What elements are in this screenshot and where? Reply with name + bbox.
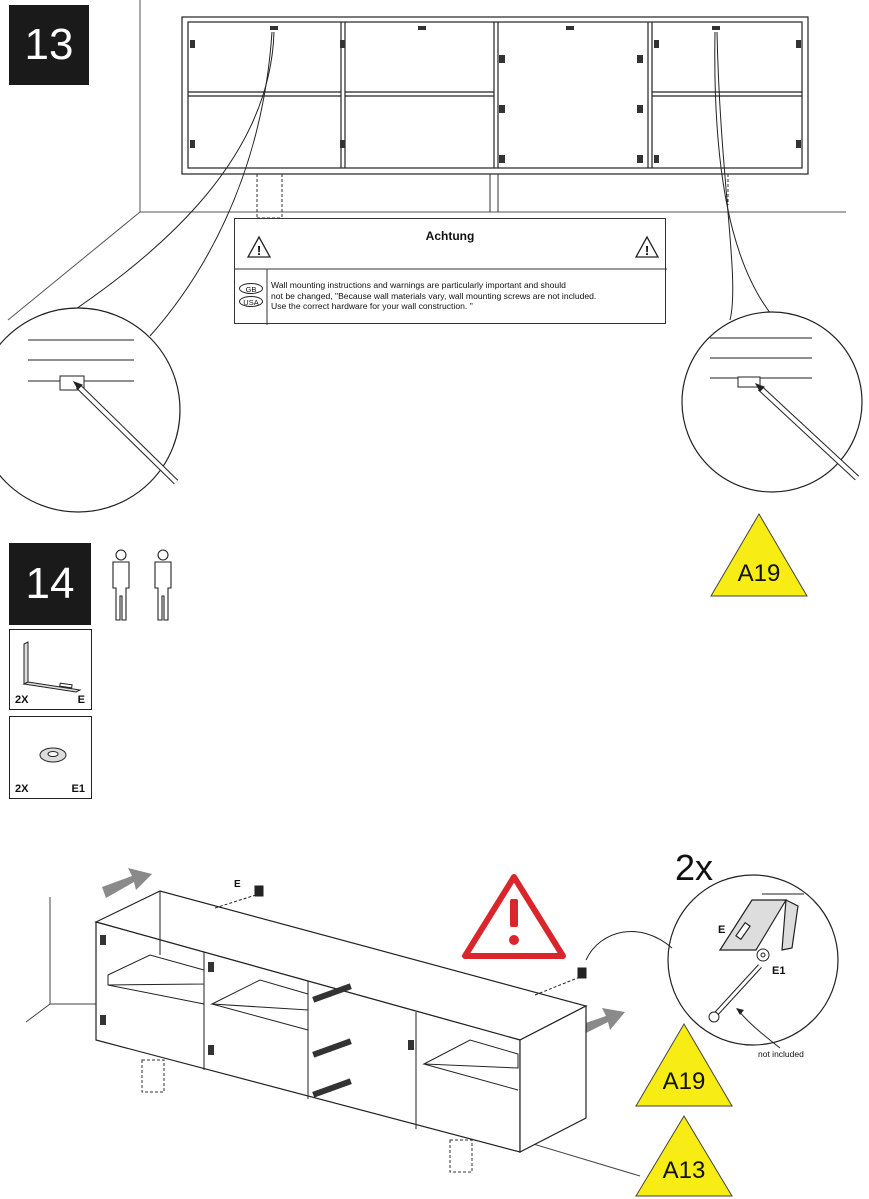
- detail-multiplier: 2x: [675, 847, 714, 888]
- warning-icon-left: !: [246, 235, 272, 258]
- push-arrow-right: [577, 1008, 625, 1036]
- part-code-e: E: [77, 694, 85, 706]
- callout-label-a19-step13: A19: [737, 560, 781, 587]
- svg-text:!: !: [645, 243, 649, 258]
- flag-gb: GB: [239, 283, 263, 294]
- step-number-14: 14: [9, 543, 91, 625]
- zoom-detail-left: [0, 307, 181, 513]
- callout-triangle-a19: [710, 513, 808, 597]
- detail-label-e: E: [718, 924, 726, 936]
- main-label-e: E: [234, 879, 241, 890]
- part-qty-e1: 2X: [15, 783, 29, 795]
- zoom-detail-bracket: [585, 874, 839, 1049]
- warning-text: Wall mounting instructions and warnings …: [271, 280, 597, 312]
- svg-text:!: !: [257, 243, 261, 258]
- bracket-icon: [22, 641, 82, 693]
- cabinet-front: [181, 16, 809, 175]
- part-box-e: 2X E: [9, 629, 92, 710]
- washer-icon: [39, 747, 67, 763]
- step-number-13: 13: [9, 5, 89, 85]
- not-included-note: not included: [758, 1049, 804, 1059]
- push-arrow-left: [102, 868, 152, 898]
- zoom-detail-right: [681, 311, 863, 493]
- flag-usa: USA: [239, 296, 263, 307]
- callout-triangle-a13: [635, 1115, 733, 1197]
- detail-label-e1: E1: [772, 965, 786, 977]
- part-code-e1: E1: [71, 783, 85, 795]
- callout-triangle-a19-step14: [635, 1023, 733, 1107]
- warning-box: Achtung ! ! GB USA Wall mounting instruc…: [234, 218, 667, 325]
- part-box-e1: 2X E1: [9, 716, 92, 799]
- part-qty-e: 2X: [15, 694, 29, 706]
- callout-label-a19-step14: A19: [662, 1068, 706, 1095]
- callout-label-a13: A13: [662, 1157, 706, 1184]
- warning-icon-right: !: [634, 235, 660, 258]
- warning-title: Achtung: [425, 229, 475, 243]
- warning-box-graphics: ! !: [235, 235, 667, 325]
